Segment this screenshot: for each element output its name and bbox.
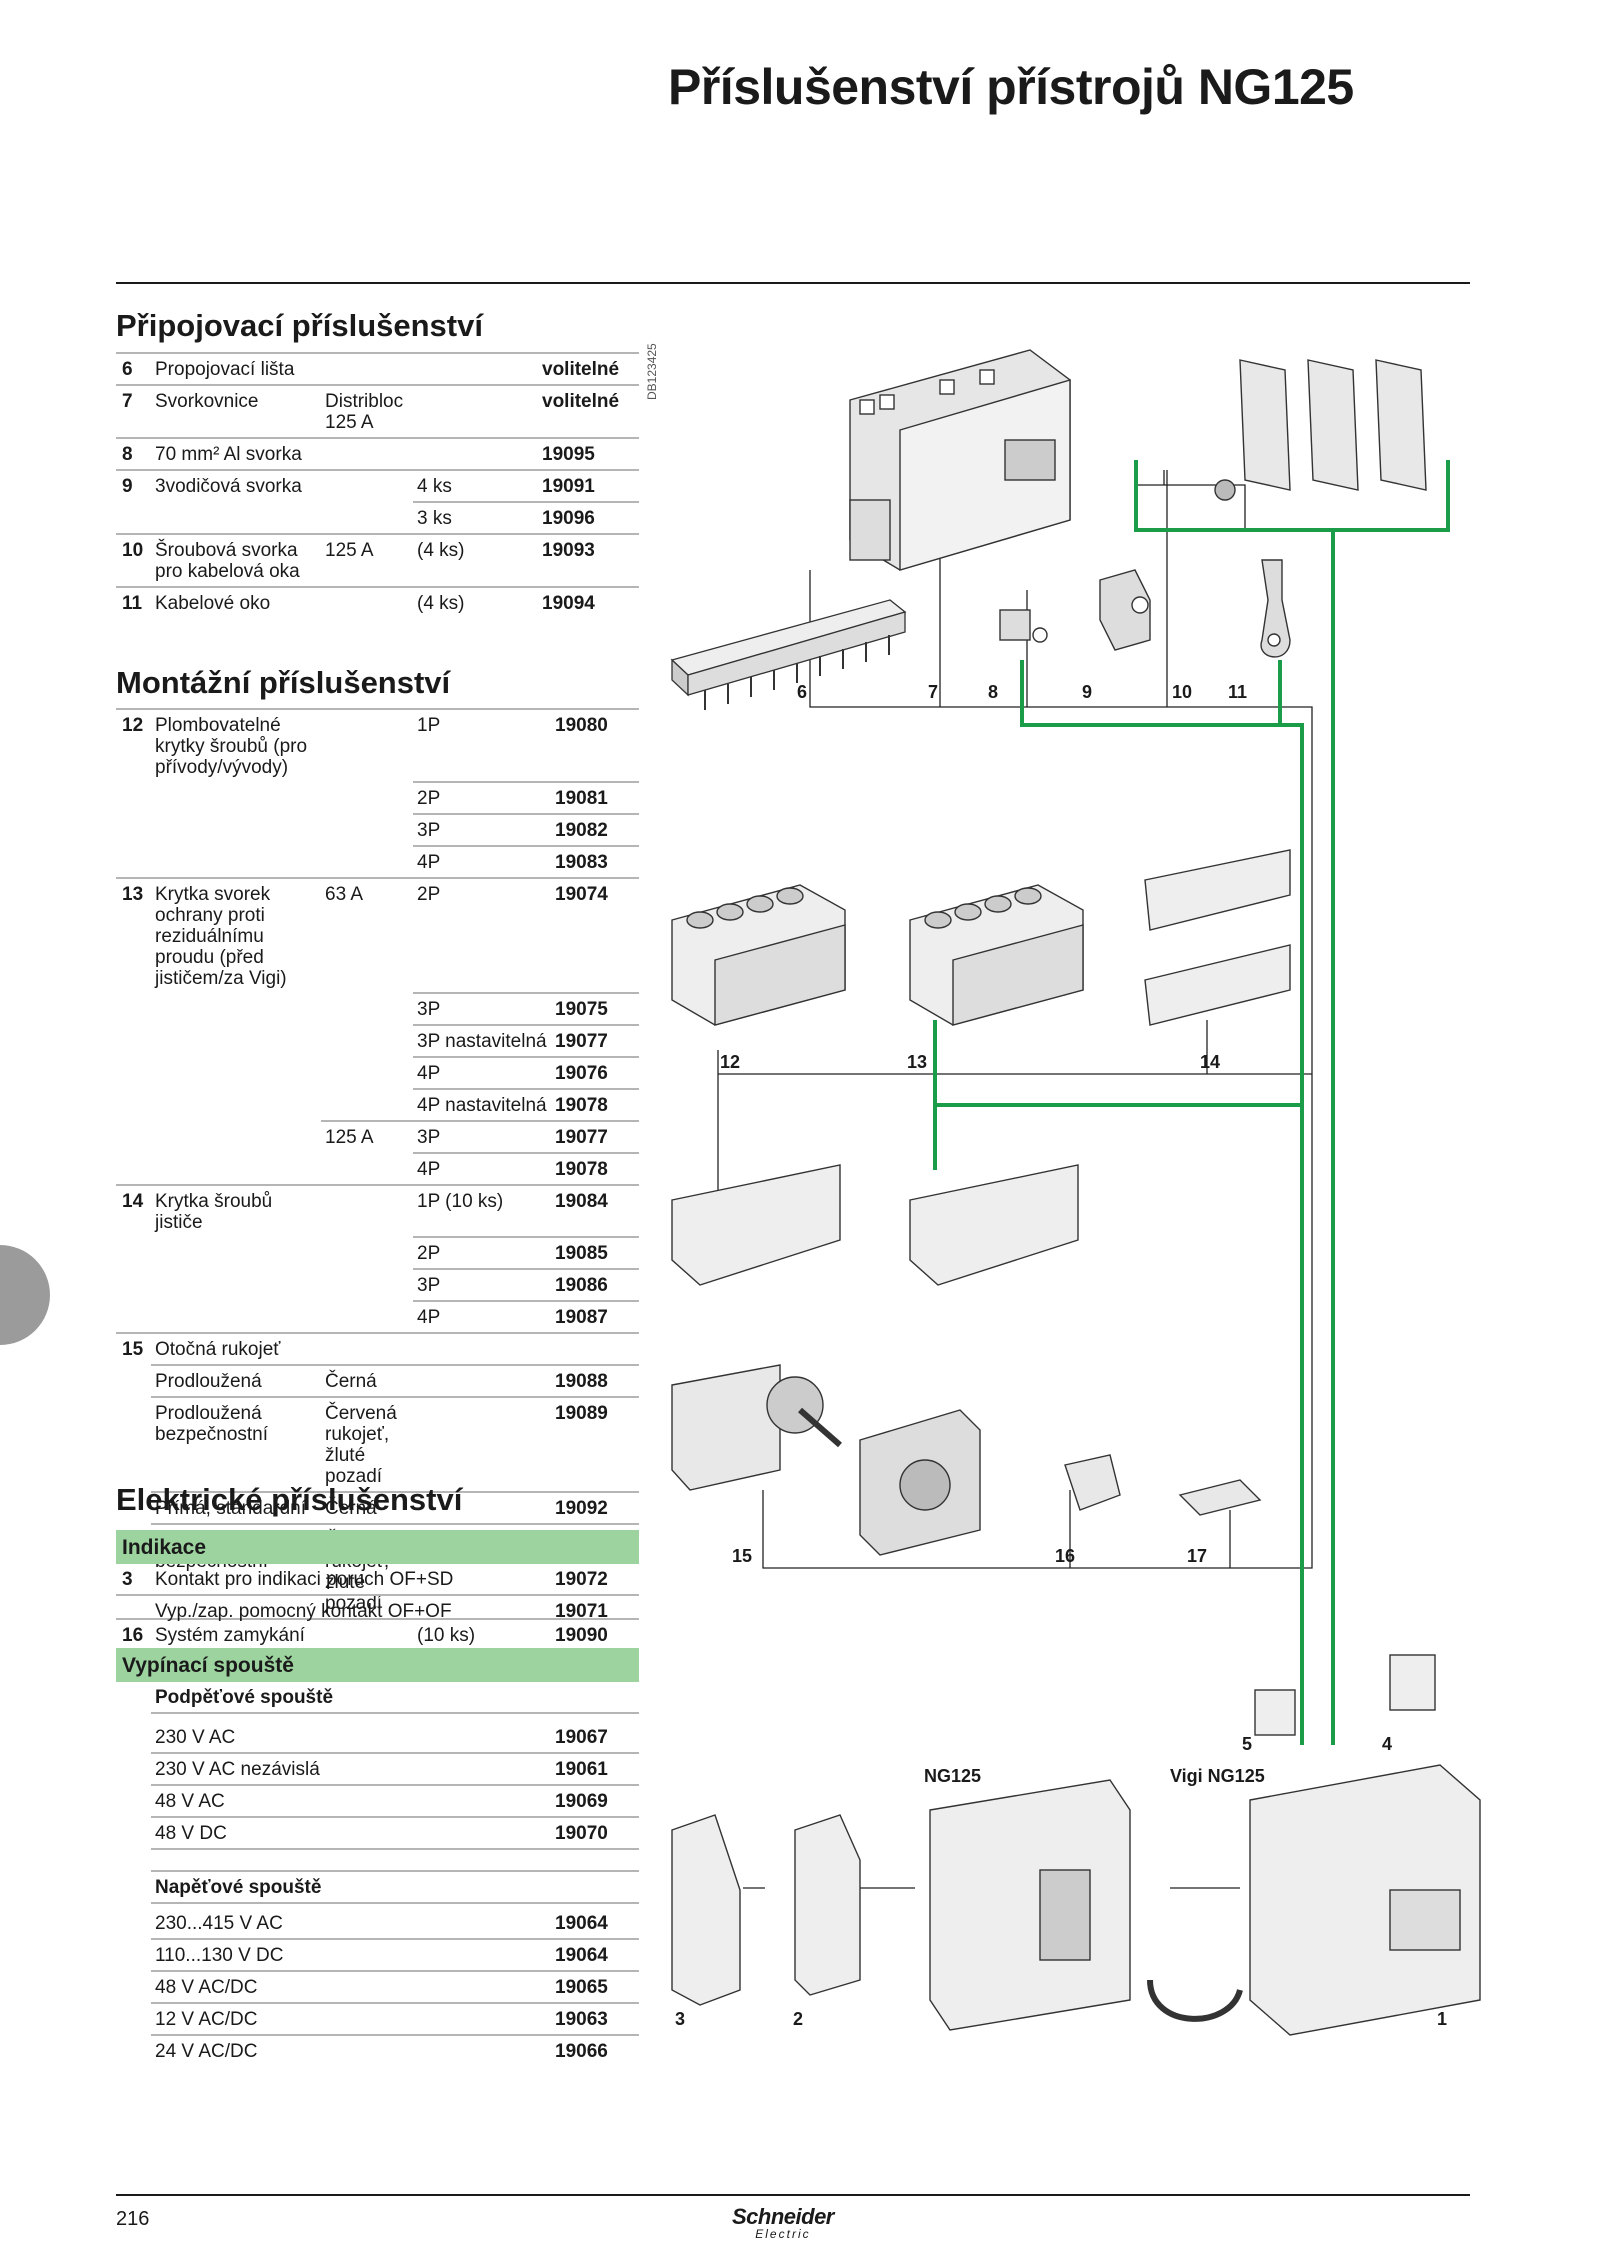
label-8: 8: [988, 682, 998, 702]
accessories-diagram: 6 7 8 9 10 11 12 13 14 15 16 17 5 4 NG12…: [655, 340, 1505, 2060]
label-ng125: NG125: [924, 1766, 981, 1786]
bottom-rule: [116, 2194, 1470, 2196]
breaker-screw-cover-drawing: [1144, 849, 1291, 1026]
label-vigi-ng125: Vigi NG125: [1170, 1766, 1265, 1786]
label-10: 10: [1172, 682, 1192, 702]
label-11: 11: [1228, 682, 1247, 702]
locking-system-drawing: [1064, 1454, 1121, 1511]
vigi-ng125-drawing: [1147, 1764, 1481, 2036]
label-6: 6: [797, 682, 807, 702]
rotary-handle-drawing: [671, 1364, 981, 1556]
label-9: 9: [1082, 682, 1092, 702]
label-15: 15: [732, 1546, 752, 1566]
subsection-title: Podpěťové spouště: [155, 1687, 334, 1708]
al-terminal-drawing: [999, 609, 1048, 643]
label-16: 16: [1055, 1546, 1075, 1566]
label-17: 17: [1187, 1546, 1207, 1566]
page-number: 216: [116, 2208, 150, 2230]
label-4: 4: [1382, 1734, 1392, 1754]
brand-logo: Schneider Electric: [732, 2204, 834, 2241]
label-3: 3: [675, 2009, 685, 2029]
label-5: 5: [1242, 1734, 1252, 1754]
page-title: Příslušenství přístrojů NG125: [668, 59, 1354, 115]
aux-4-drawing: [1389, 1654, 1436, 1711]
label-13: 13: [907, 1052, 927, 1072]
section-title-mounting: Montážní příslušenství: [116, 665, 451, 700]
label-12: 12: [720, 1052, 740, 1072]
indication-header: Indikace: [116, 1530, 639, 1564]
trip-header: Vypínací spouště: [116, 1648, 639, 1682]
bottom-covers-drawing: [671, 1164, 1079, 1286]
section-title-connection: Připojovací příslušenství: [116, 308, 483, 343]
terminal-plates-drawing: [1214, 359, 1427, 501]
label-7: 7: [928, 682, 938, 702]
aux-5-drawing: [1254, 1689, 1296, 1736]
sealable-cover-drawing: [671, 884, 846, 1026]
label-14: 14: [1200, 1052, 1220, 1072]
ng125-breaker-drawing: [929, 1779, 1131, 2031]
white-switch-drawing: [1178, 1479, 1262, 1516]
three-wire-terminal-drawing: [1099, 569, 1151, 651]
release-drawing: [794, 1814, 861, 1996]
top-rule: [116, 282, 1470, 284]
lug-drawing: [1260, 559, 1291, 658]
busbar-drawing: [670, 599, 907, 710]
section-title-electrical: Elektrické příslušenství: [116, 1482, 463, 1517]
distribloc-drawing: [849, 349, 1071, 571]
section-tab: [0, 1245, 50, 1345]
label-1: 1: [1437, 2009, 1447, 2029]
residual-current-cover-drawing: [909, 884, 1084, 1026]
indication-contact-drawing: [671, 1814, 741, 2006]
label-2: 2: [793, 2009, 803, 2029]
